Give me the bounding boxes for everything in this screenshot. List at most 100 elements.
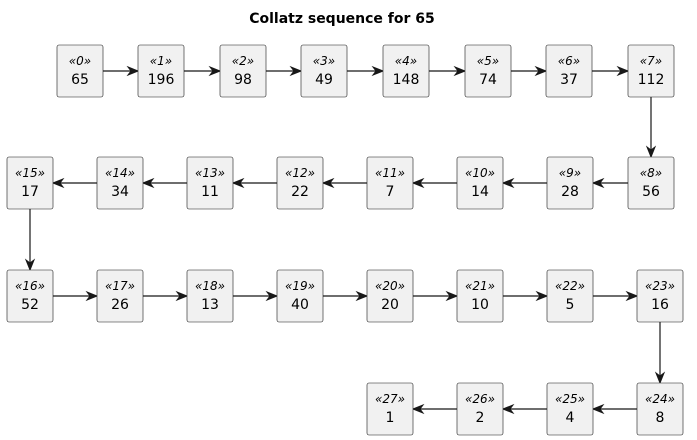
sequence-node: «2»98 (219, 44, 267, 98)
edge-arrow (503, 290, 549, 302)
edge-arrow (143, 290, 189, 302)
sequence-node: «14» 34 (96, 156, 144, 210)
edge-arrow (231, 177, 277, 189)
node-value: 40 (291, 297, 309, 313)
sequence-node: «11»7 (366, 156, 414, 210)
sequence-node: «10» 14 (456, 156, 504, 210)
sequence-node: «25»4 (546, 382, 594, 436)
node-box (96, 156, 144, 210)
node-box (96, 269, 144, 323)
edge-arrow (323, 290, 369, 302)
node-box (636, 269, 684, 323)
node-value: 56 (642, 184, 660, 200)
node-box (546, 269, 594, 323)
sequence-node: «4»148 (382, 44, 430, 98)
edge-arrow (233, 290, 279, 302)
node-step-label: «8» (640, 166, 662, 180)
node-step-label: «10» (465, 166, 495, 180)
edge-arrow (141, 177, 187, 189)
diagram-title: Collatz sequence for 65 (249, 11, 435, 27)
node-step-label: «4» (395, 54, 417, 68)
node-value: 17 (21, 184, 39, 200)
edge-arrow (184, 65, 222, 77)
sequence-node: «19» 40 (276, 269, 324, 323)
node-value: 22 (291, 184, 309, 200)
node-value: 4 (566, 410, 575, 426)
node-value: 13 (201, 297, 219, 313)
node-step-label: «20» (375, 279, 405, 293)
sequence-node: «5»74 (464, 44, 512, 98)
node-value: 14 (471, 184, 489, 200)
node-step-label: «6» (558, 54, 580, 68)
node-box (382, 44, 430, 98)
node-step-label: «26» (465, 392, 495, 406)
node-box (464, 44, 512, 98)
node-value: 1 (386, 410, 395, 426)
node-box (627, 44, 675, 98)
node-box (6, 156, 54, 210)
edge-arrow (51, 177, 97, 189)
node-value: 74 (479, 72, 497, 88)
node-box (219, 44, 267, 98)
node-box (56, 44, 104, 98)
edge-arrow (103, 65, 140, 77)
sequence-node: «3»49 (300, 44, 348, 98)
node-value: 112 (638, 72, 665, 88)
node-value: 49 (315, 72, 333, 88)
node-box (366, 382, 414, 436)
node-step-label: «27» (375, 392, 405, 406)
node-value: 10 (471, 297, 489, 313)
edge-arrow (511, 65, 548, 77)
edge-arrow (593, 290, 639, 302)
node-step-label: «1» (150, 54, 172, 68)
node-step-label: «5» (477, 54, 499, 68)
node-step-label: «19» (285, 279, 315, 293)
sequence-node: «22» 5 (546, 269, 594, 323)
node-step-label: «22» (555, 279, 585, 293)
node-box (456, 156, 504, 210)
node-value: 2 (476, 410, 485, 426)
node-box (546, 156, 594, 210)
node-value: 5 (566, 297, 575, 313)
node-value: 65 (71, 72, 89, 88)
node-box (627, 156, 675, 210)
node-step-label: «11» (375, 166, 405, 180)
node-step-label: «3» (313, 54, 335, 68)
edge-arrow (266, 65, 303, 77)
edge-arrow (24, 209, 36, 272)
sequence-node: «9»28 (546, 156, 594, 210)
node-value: 52 (21, 297, 39, 313)
node-box (186, 156, 234, 210)
node-box (366, 269, 414, 323)
edge-arrow (53, 290, 99, 302)
node-box (636, 382, 684, 436)
node-value: 8 (656, 410, 665, 426)
node-step-label: «23» (645, 279, 675, 293)
node-box (6, 269, 54, 323)
sequence-node: «1»196 (137, 44, 185, 98)
sequence-node: «27» 1 (366, 382, 414, 436)
node-box (137, 44, 185, 98)
node-box (456, 382, 504, 436)
sequence-node: «0»65 (56, 44, 104, 98)
node-box (546, 382, 594, 436)
node-value: 196 (148, 72, 175, 88)
sequence-node: «18»13 (186, 269, 234, 323)
node-value: 34 (111, 184, 129, 200)
sequence-node: «26» 2 (456, 382, 504, 436)
node-value: 98 (234, 72, 252, 88)
sequence-node: «24» 8 (636, 382, 684, 436)
node-step-label: «14» (105, 166, 135, 180)
node-value: 26 (111, 297, 129, 313)
sequence-node: «23»16 (636, 269, 684, 323)
node-box (276, 269, 324, 323)
edge-arrow (347, 65, 385, 77)
node-step-label: «7» (640, 54, 662, 68)
sequence-node: «15»17 (6, 156, 54, 210)
node-value: 20 (381, 297, 399, 313)
sequence-node: «8»56 (627, 156, 675, 210)
sequence-node: «6»37 (545, 44, 593, 98)
node-box (300, 44, 348, 98)
node-step-label: «24» (645, 392, 675, 406)
